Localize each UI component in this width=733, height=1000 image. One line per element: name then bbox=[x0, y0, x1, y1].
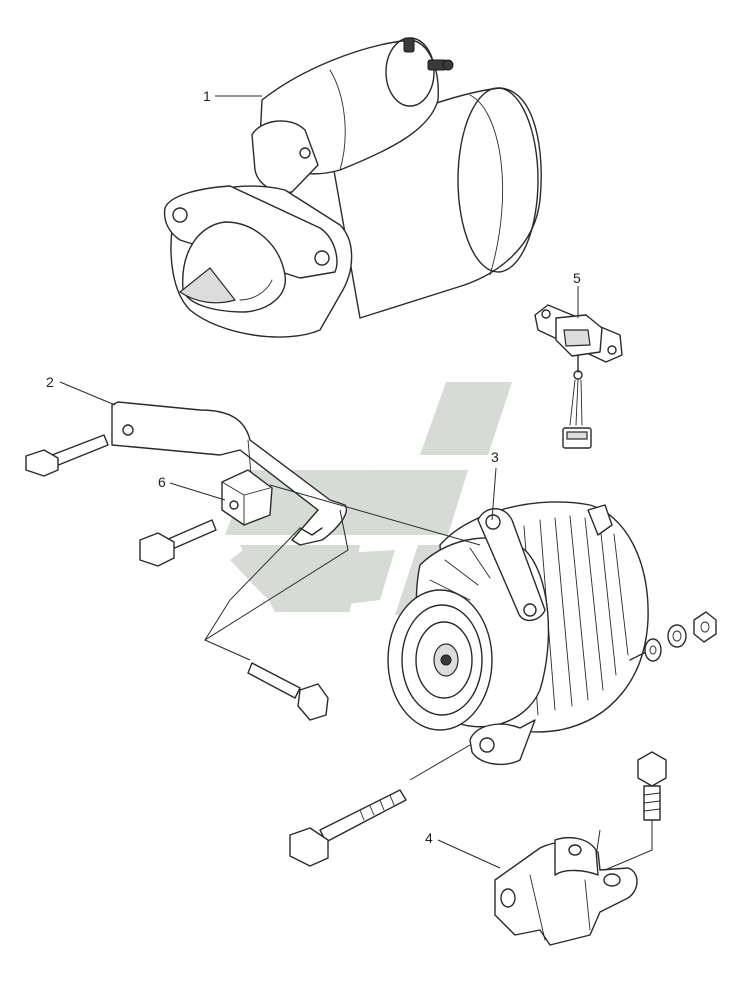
callout-number-1: 1 bbox=[203, 88, 211, 104]
assembly-guide-lines bbox=[203, 484, 653, 871]
voltage-regulator bbox=[534, 304, 623, 449]
alternator-mounting-bracket bbox=[494, 837, 638, 946]
callout-5: 5 bbox=[573, 270, 581, 318]
callout-3: 3 bbox=[491, 449, 499, 521]
callout-number-5: 5 bbox=[573, 270, 581, 286]
watermark-logo bbox=[225, 382, 512, 615]
callout-1: 1 bbox=[203, 88, 262, 104]
mounting-bolt bbox=[637, 751, 667, 821]
bracket-spacer-block bbox=[139, 469, 273, 567]
callout-number-3: 3 bbox=[491, 449, 499, 465]
starter-motor bbox=[163, 37, 542, 338]
callout-4: 4 bbox=[425, 830, 501, 869]
callout-6: 6 bbox=[158, 474, 226, 501]
alternator-pivot-bolt bbox=[289, 789, 407, 867]
callout-number-6: 6 bbox=[158, 474, 166, 490]
callout-number-4: 4 bbox=[425, 830, 433, 846]
callout-2: 2 bbox=[46, 374, 116, 406]
terminal-hardware bbox=[644, 611, 717, 662]
alternator bbox=[387, 501, 651, 766]
adjusting-bolt bbox=[247, 662, 329, 721]
callout-number-2: 2 bbox=[46, 374, 54, 390]
